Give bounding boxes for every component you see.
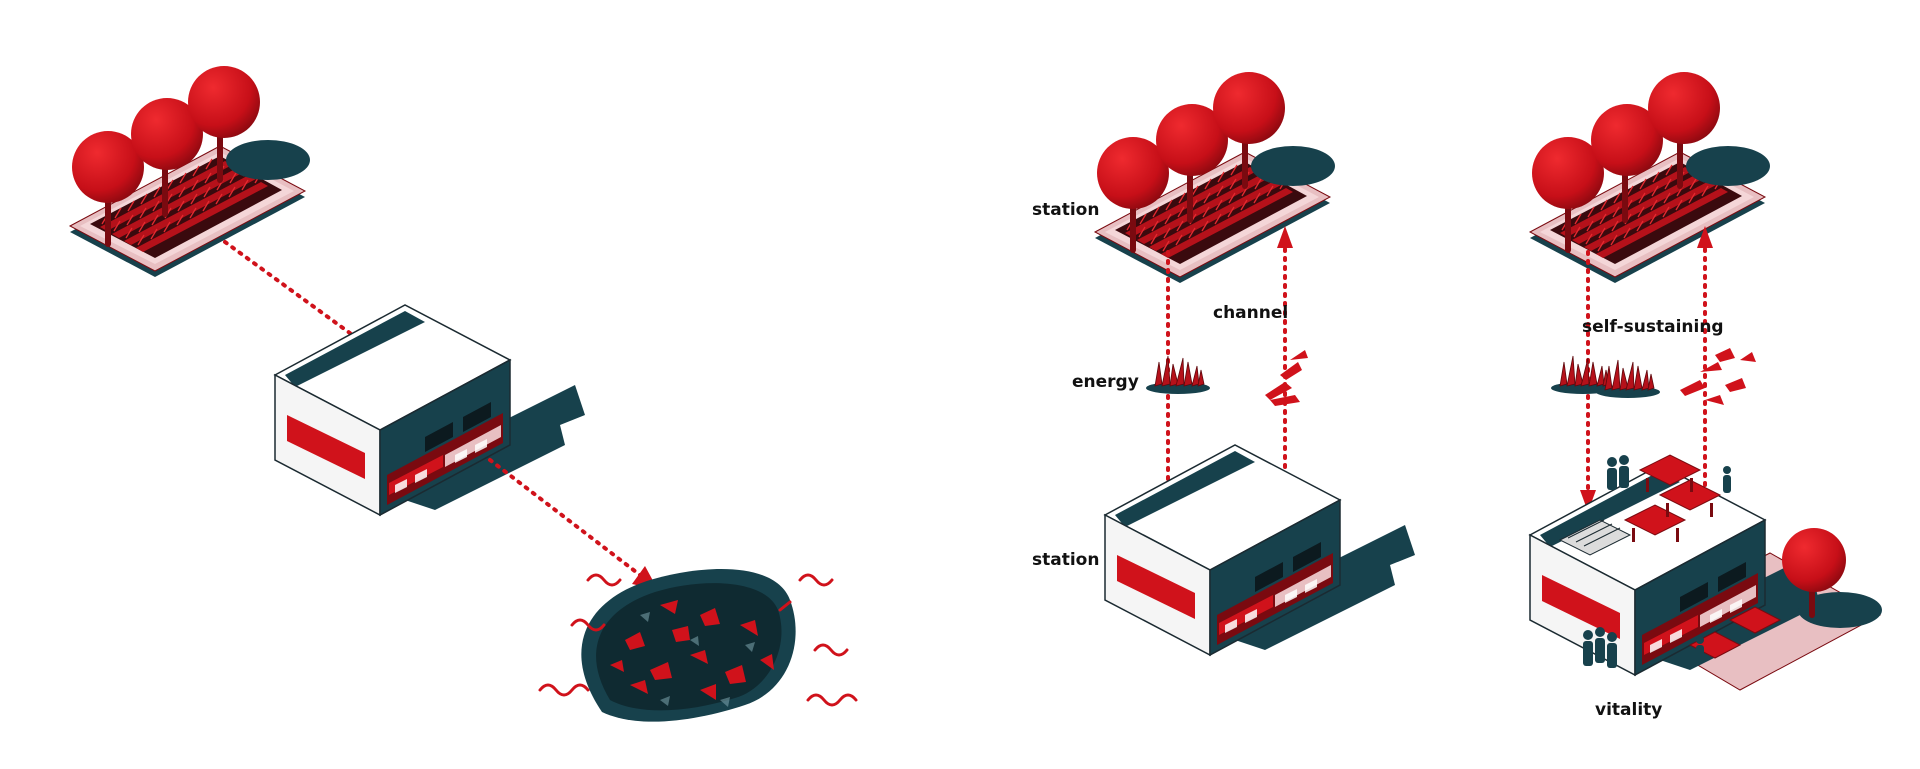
- label-vitality: vitality: [1595, 700, 1663, 720]
- right-field-with-trees: [1530, 72, 1770, 283]
- middle-field-with-trees: [1095, 72, 1335, 283]
- label-station-top: station: [1032, 200, 1100, 220]
- crop-field-icon: [1145, 355, 1211, 395]
- people-icon: [1583, 627, 1704, 668]
- label-energy: energy: [1072, 372, 1139, 392]
- label-station-bottom: station: [1032, 550, 1100, 570]
- dotted-arrow-icon: [488, 458, 642, 577]
- label-channel: channel: [1213, 303, 1289, 323]
- waste-fragments-icon: [1680, 348, 1756, 405]
- people-icon: [1607, 455, 1731, 493]
- vital-building: [1529, 454, 1882, 691]
- waste-fragments-icon: [1265, 350, 1308, 406]
- arrow-head-icon: [1277, 226, 1293, 248]
- left-field-with-trees: [70, 66, 310, 277]
- arrow-head-icon: [1697, 226, 1713, 248]
- label-self-sustaining: self-sustaining: [1582, 317, 1724, 337]
- middle-building: [1104, 444, 1416, 656]
- waste-pile-icon: [538, 568, 858, 722]
- tree-icon: [1782, 528, 1846, 592]
- left-building: [274, 304, 586, 516]
- crop-field-icon: [1550, 355, 1661, 399]
- arrow-head-icon: [1580, 490, 1596, 512]
- table-icon: [1623, 454, 1722, 536]
